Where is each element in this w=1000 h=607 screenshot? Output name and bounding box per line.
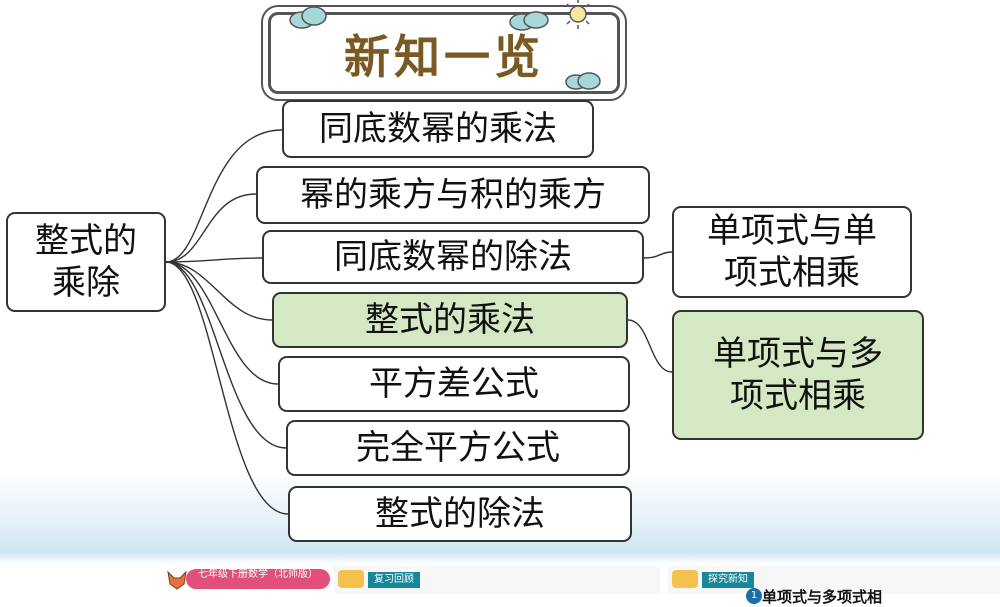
branch-label: 整式的乘法: [365, 299, 535, 340]
connector-line: [165, 261, 289, 515]
branch-node: 同底数幂的乘法: [282, 100, 594, 158]
explore-tag: 探究新知: [702, 572, 754, 588]
sub-branch-label-line-2: 项式相乘: [730, 376, 866, 416]
title-banner: 新知一览: [268, 12, 620, 94]
review-tag: 复习回顾: [368, 572, 420, 588]
sub-branch-label-line-2: 项式相乘: [724, 253, 860, 293]
connector-line: [165, 257, 263, 263]
branch-node: 同底数幂的除法: [262, 230, 644, 284]
root-node: 整式的 乘除: [6, 212, 166, 312]
connector-line: [165, 193, 257, 263]
sub-branch-label-line-1: 单项式与单: [707, 210, 877, 251]
sub-branch-node: 单项式与单 项式相乘: [672, 206, 912, 298]
branch-label: 同底数幂的乘法: [319, 108, 557, 149]
branch-label: 平方差公式: [369, 363, 539, 404]
connector-line: [165, 261, 279, 385]
branch-node: 幂的乘方与积的乘方: [256, 166, 650, 224]
root-label-line-1: 整式的: [35, 220, 137, 261]
cloud-icon: [289, 6, 327, 29]
chat-icon: [338, 570, 364, 588]
connector-line: [643, 251, 673, 259]
branch-node: 平方差公式: [278, 356, 630, 412]
next-section-title: 单项式与多项式相: [762, 588, 883, 606]
branch-node: 整式的除法: [288, 486, 632, 542]
cloud-icon: [565, 72, 601, 90]
branch-label: 同底数幂的除法: [334, 236, 572, 277]
cloud-icon: [509, 11, 549, 31]
connector-line: [627, 319, 673, 373]
connector-line: [165, 261, 287, 449]
connector-line: [165, 261, 273, 321]
root-label-line-2: 乘除: [52, 263, 120, 303]
page-title: 新知一览: [344, 30, 544, 84]
sub-branch-label-line-1: 单项式与多: [713, 333, 883, 374]
branch-label: 完全平方公式: [356, 427, 560, 468]
connector-line: [165, 129, 283, 263]
sun-icon: [563, 0, 593, 29]
branch-label: 幂的乘方与积的乘方: [300, 174, 606, 215]
branch-label: 整式的除法: [375, 493, 545, 534]
fox-icon: [167, 570, 187, 590]
sub-branch-node-highlighted: 单项式与多 项式相乘: [672, 310, 924, 440]
section-number-badge: 1: [746, 588, 762, 604]
chat-icon: [672, 570, 698, 588]
section-number: 1: [750, 590, 758, 601]
branch-node: 完全平方公式: [286, 420, 630, 476]
book-label: 七年级下册数学（北师版）: [186, 569, 330, 589]
branch-node-highlighted: 整式的乘法: [272, 292, 628, 348]
